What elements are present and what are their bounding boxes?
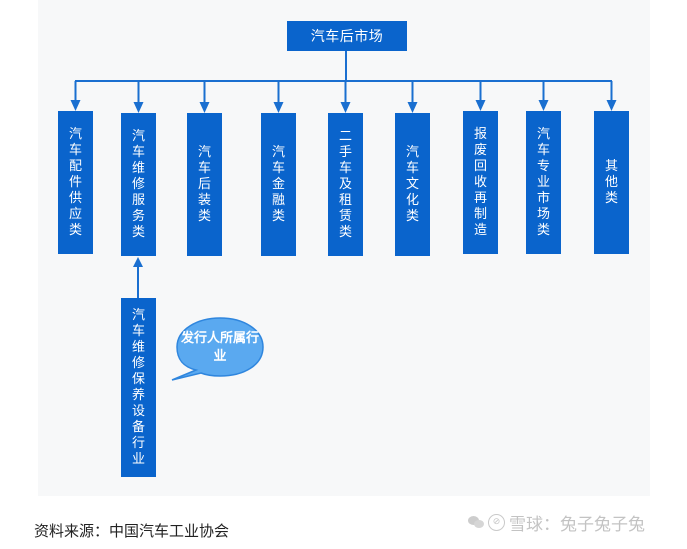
category-node-specialty-market: 汽车专业市场类 [526,111,561,254]
source-note: 资料来源：中国汽车工业协会 [34,522,230,540]
sub-node-repair-equipment: 汽车维修保养设备行业 [121,298,156,477]
arrow-head-icon [475,100,486,111]
category-node-other: 其他类 [594,111,629,254]
root-node: 汽车后市场 [287,21,407,51]
arrow-head-icon [70,100,81,111]
category-label: 汽车金融类 [271,144,285,224]
category-node-finance: 汽车金融类 [261,113,296,256]
category-label: 汽车配件供应类 [68,126,82,238]
watermark-text: 雪球：兔子兔子兔 [509,515,645,535]
root-label: 汽车后市场 [310,29,384,45]
category-label: 二手车及租赁类 [338,128,352,240]
arrow-head-icon [199,102,210,113]
sub-node-label: 汽车维修保养设备行业 [131,307,145,467]
category-node-culture: 汽车文化类 [395,113,430,256]
arrow-head-icon [133,102,144,113]
category-label: 报废回收再制造 [473,126,487,238]
arrow-head-icon [340,102,351,113]
category-label: 汽车专业市场类 [536,126,550,238]
category-node-parts: 汽车配件供应类 [58,111,93,254]
category-node-repair: 汽车维修服务类 [121,113,156,256]
category-node-aftermarket-install: 汽车后装类 [187,113,222,256]
callout-bubble [171,317,264,381]
category-label: 汽车文化类 [405,144,419,224]
arrow-head-icon [133,257,143,267]
callout-label: 发行人所属行业 [180,331,259,364]
category-label: 汽车后装类 [197,144,211,224]
arrow-head-icon [407,102,418,113]
wechat-icon [468,516,484,529]
category-node-scrap-remanufacture: 报废回收再制造 [463,111,498,254]
up-arrow [133,257,143,298]
arrow-head-icon [538,100,549,111]
category-label: 其他类 [604,158,618,206]
category-label: 汽车维修服务类 [131,128,145,240]
watermark: ⊘ 雪球：兔子兔子兔 [468,510,645,535]
xueqiu-logo-icon: ⊘ [488,514,505,531]
arrow-head-icon [273,102,284,113]
category-node-used-car-leasing: 二手车及租赁类 [328,113,363,256]
arrow-head-icon [606,100,617,111]
